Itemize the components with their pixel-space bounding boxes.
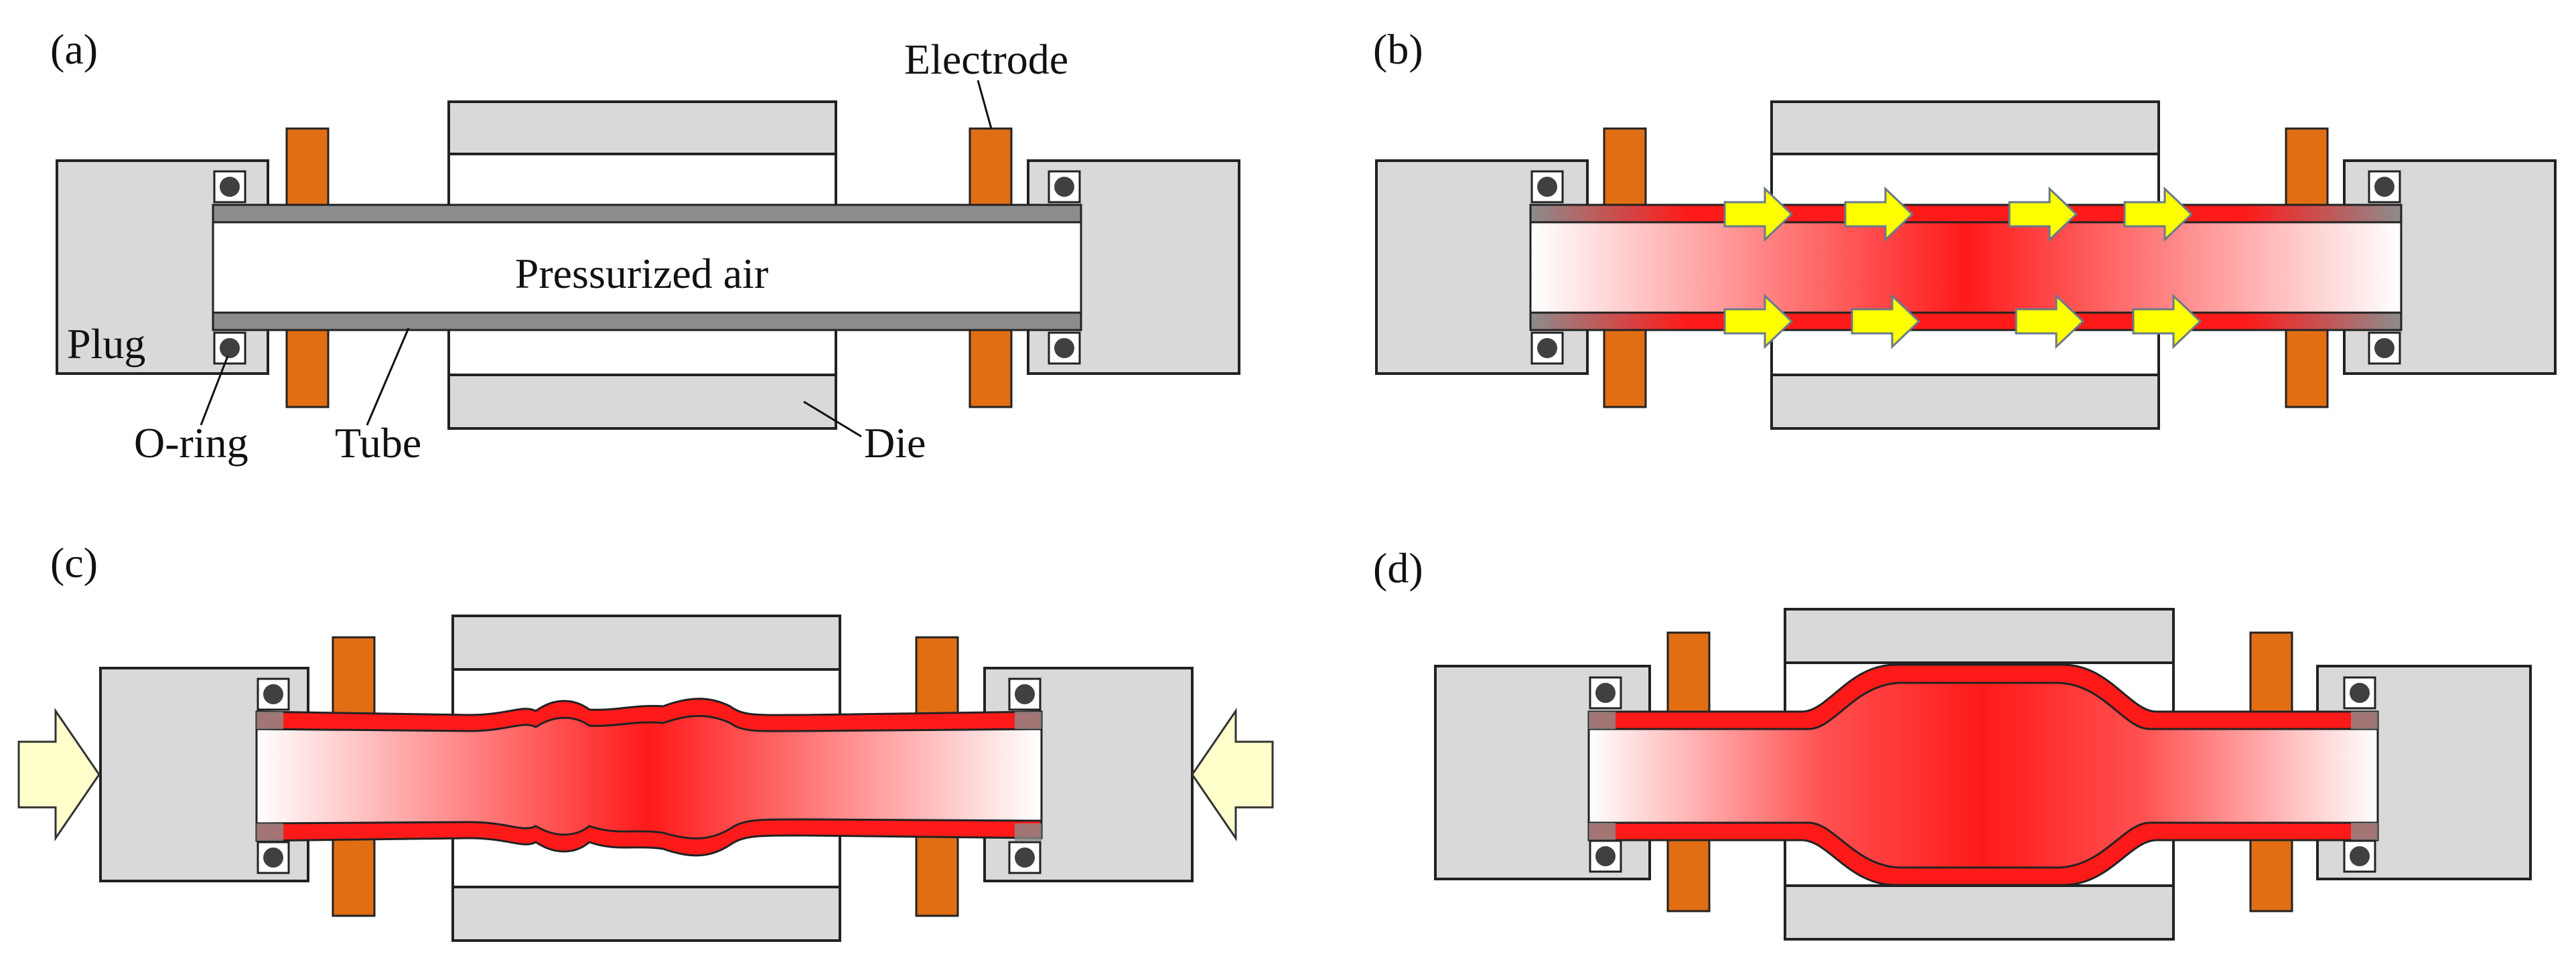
o-ring-leader bbox=[200, 355, 229, 426]
o-ring-icon bbox=[257, 677, 1042, 874]
panel-c: (c) bbox=[17, 539, 1274, 942]
die-bottom bbox=[451, 886, 841, 942]
panel-d: (d) bbox=[1373, 544, 2532, 941]
tube-wall-top bbox=[1529, 204, 2403, 224]
die-top bbox=[1784, 608, 2175, 664]
panel-d-label: (d) bbox=[1373, 544, 1423, 592]
die-bottom bbox=[1784, 884, 2175, 941]
tube-wall-top bbox=[212, 204, 1082, 224]
panel-a: (a) Pressurized air Electrode Plug O-rin… bbox=[50, 25, 1240, 467]
panel-b-label: (b) bbox=[1373, 25, 1423, 73]
die-label: Die bbox=[864, 419, 926, 467]
panel-b: (b) bbox=[1373, 25, 2557, 430]
tube-interior-heated bbox=[255, 715, 1043, 839]
tube-wall-bottom bbox=[1529, 311, 2403, 331]
die-bottom bbox=[447, 374, 837, 430]
die-bottom bbox=[1770, 374, 2160, 430]
electrode-label: Electrode bbox=[904, 35, 1068, 83]
panel-a-label: (a) bbox=[50, 25, 98, 73]
o-ring-icon bbox=[1589, 676, 2376, 873]
tube-interior bbox=[212, 221, 1082, 314]
die-top bbox=[447, 100, 837, 155]
tube-leader bbox=[366, 327, 410, 426]
tube-interior-heated bbox=[1529, 221, 2403, 314]
die-top bbox=[451, 615, 841, 671]
o-ring-icon bbox=[1530, 170, 2401, 365]
plug-label: Plug bbox=[67, 320, 145, 368]
o-ring-label: O-ring bbox=[134, 419, 248, 467]
pressurized-air-label: Pressurized air bbox=[515, 250, 769, 297]
panel-c-label: (c) bbox=[50, 539, 98, 586]
current-flow-arrow-icon bbox=[1723, 186, 2202, 349]
o-ring-icon bbox=[213, 170, 1081, 365]
tube-wall-bottom bbox=[212, 311, 1082, 331]
die-top bbox=[1770, 100, 2160, 155]
electrode-leader bbox=[977, 80, 993, 129]
axial-push-arrow-icon bbox=[17, 708, 1274, 841]
tube-label: Tube bbox=[335, 419, 421, 467]
die-leader bbox=[803, 400, 862, 438]
